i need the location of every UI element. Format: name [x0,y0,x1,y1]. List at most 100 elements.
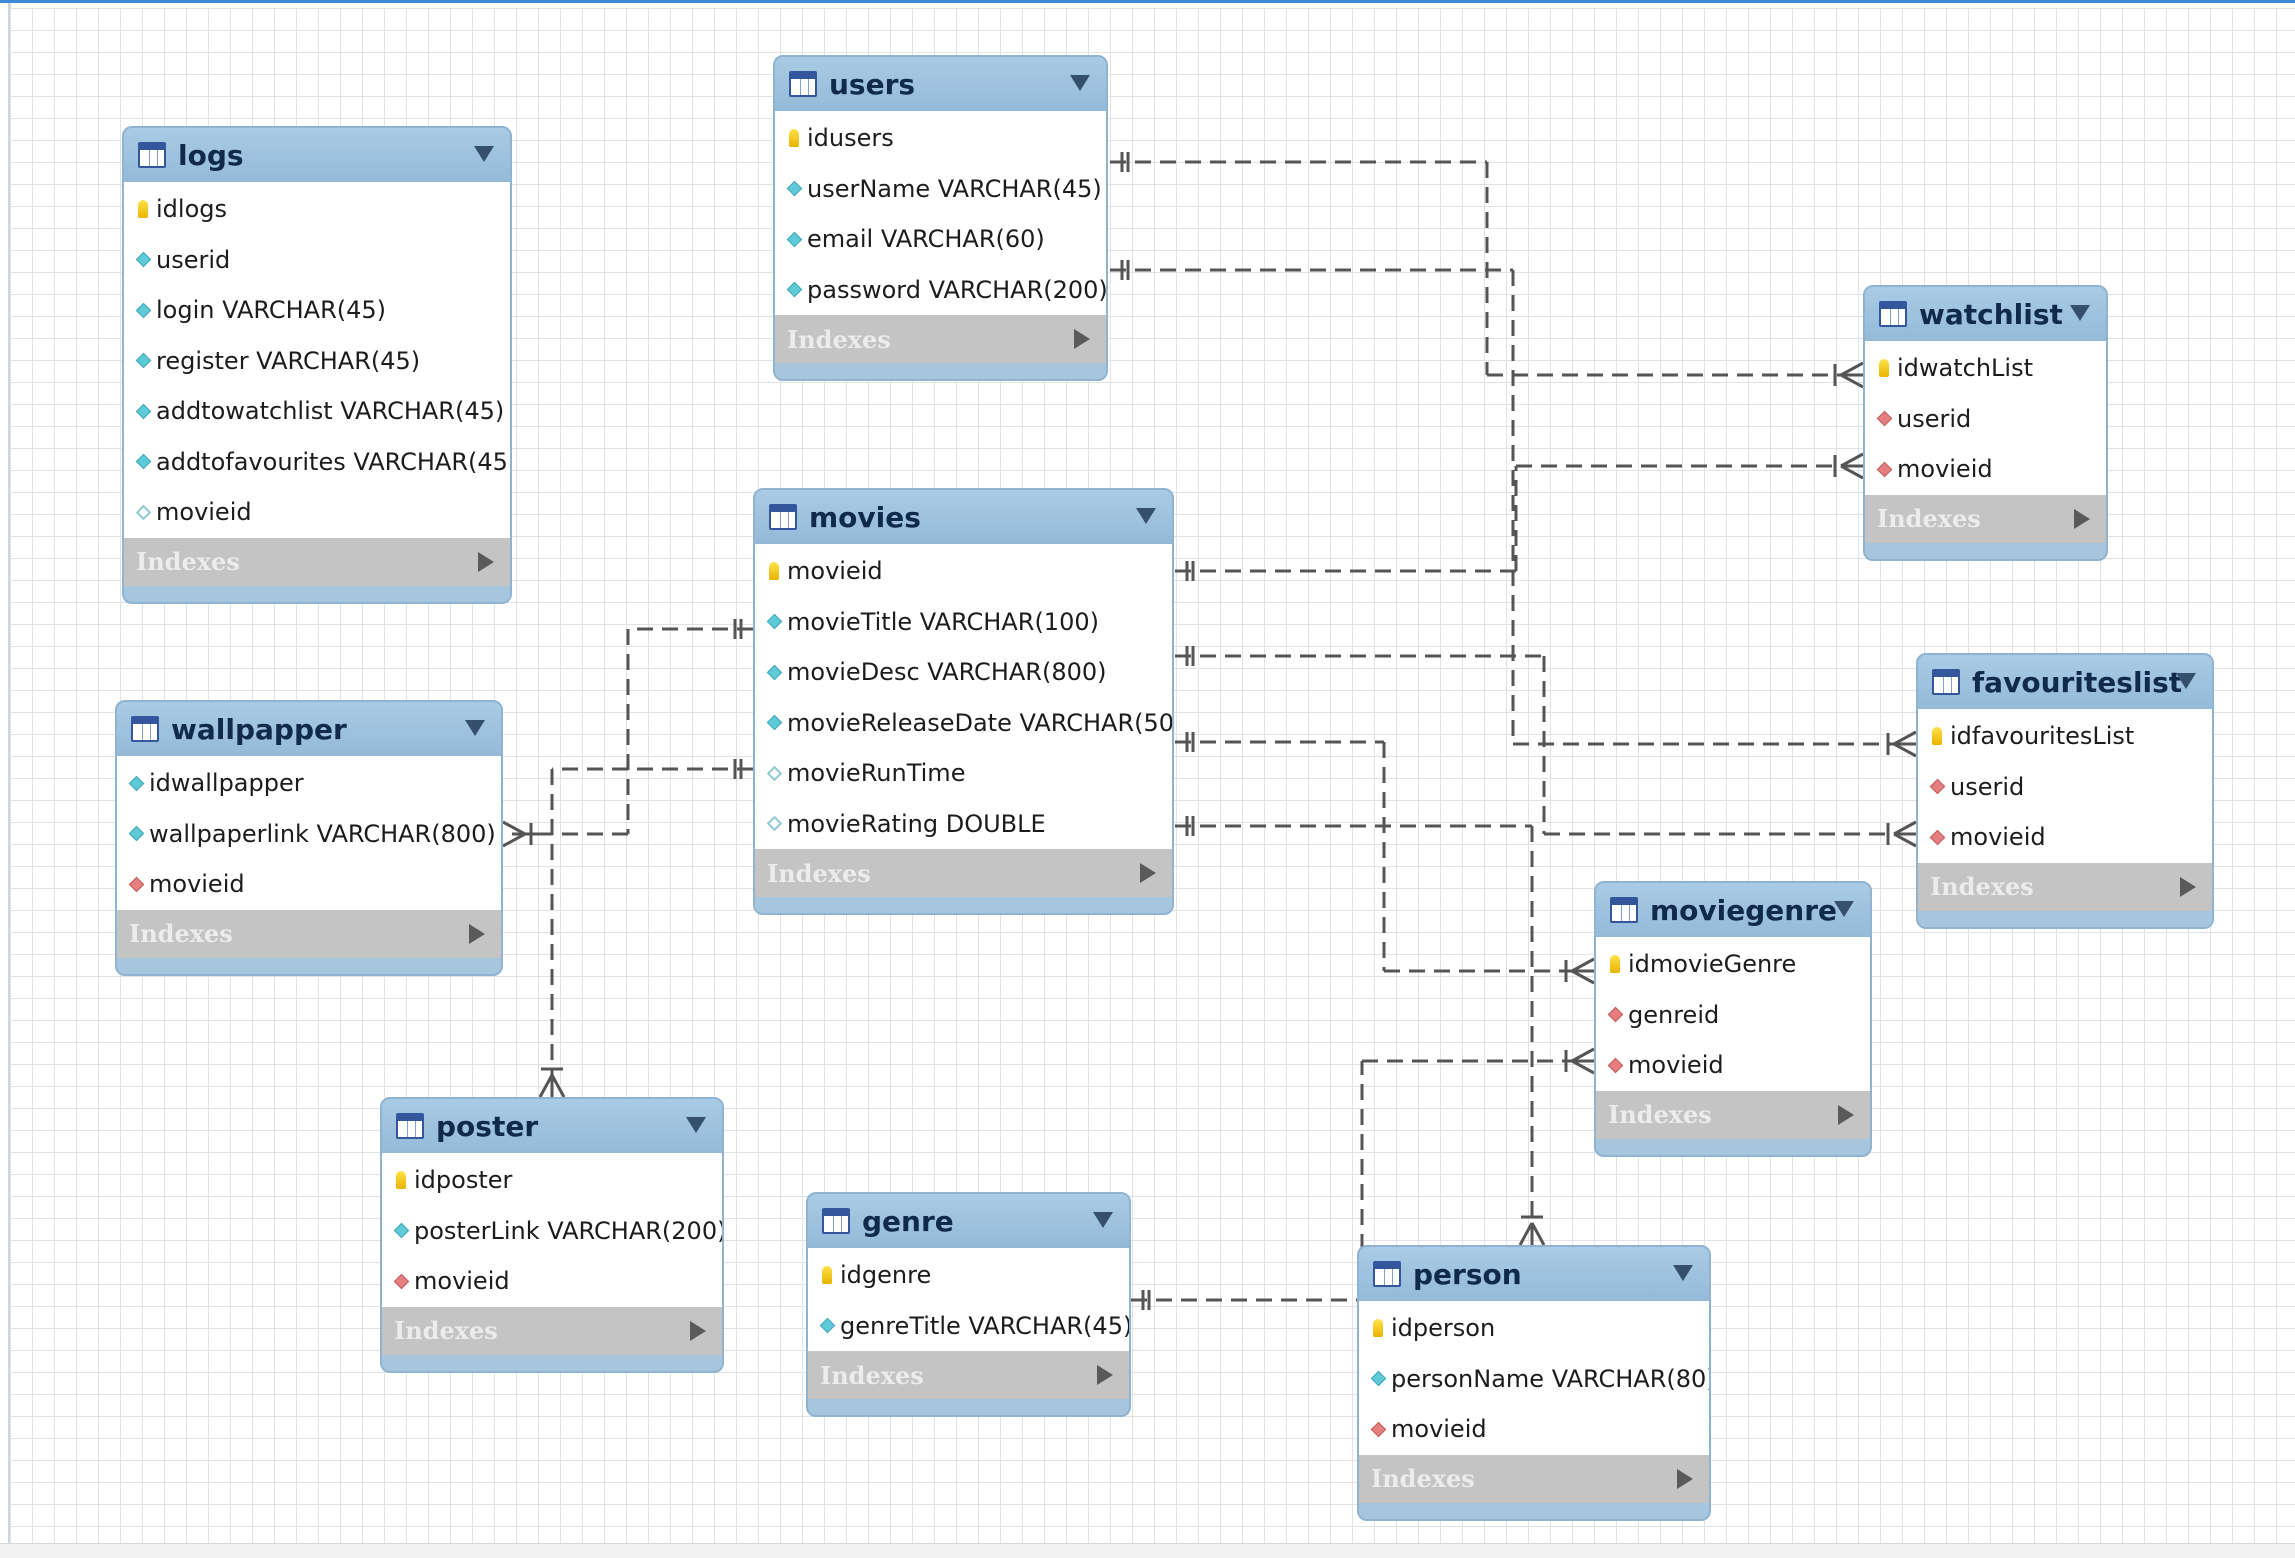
indexes-section[interactable]: Indexes [117,909,501,958]
column-row[interactable]: movieid [1918,812,2212,863]
crowfoot-marker [502,820,526,836]
column-row[interactable]: genreid [1596,990,1870,1041]
table-header[interactable]: genre [808,1194,1129,1248]
indexes-section[interactable]: Indexes [1918,862,2212,911]
column-row[interactable]: password VARCHAR(200) [775,265,1106,316]
expand-arrow-icon[interactable] [1097,1365,1113,1385]
table-name: person [1413,1257,1522,1291]
column-row[interactable]: movieid [1865,444,2106,495]
collapse-arrow-icon[interactable] [2176,673,2196,689]
column-row[interactable]: movieTitle VARCHAR(100) [755,597,1172,648]
column-row[interactable]: userid [1918,762,2212,813]
column-row[interactable]: wallpaperlink VARCHAR(800) [117,809,501,860]
column-row[interactable]: addtofavourites VARCHAR(45) [124,437,510,488]
indexes-label: Indexes [136,547,240,576]
table-header[interactable]: users [775,57,1106,111]
column-row[interactable]: idwatchList [1865,343,2106,394]
collapse-arrow-icon[interactable] [465,720,485,736]
column-row[interactable]: idlogs [124,184,510,235]
column-label: movieid [787,557,883,586]
column-row[interactable]: idgenre [808,1250,1129,1301]
indexes-section[interactable]: Indexes [808,1351,1129,1399]
column-row[interactable]: idmovieGenre [1596,939,1870,990]
expand-arrow-icon[interactable] [1677,1468,1693,1489]
foreign-key-icon [1876,410,1892,427]
column-row[interactable]: movieid [755,546,1172,597]
column-row[interactable]: movieid [124,487,510,538]
column-row[interactable]: movieRating DOUBLE [755,799,1172,850]
column-list: movieid movieTitle VARCHAR(100)movieDesc … [755,544,1172,849]
column-row[interactable]: addtowatchlist VARCHAR(45) [124,386,510,437]
column-row[interactable]: idusers [775,113,1106,164]
foreign-key-icon [128,876,144,893]
indexes-section[interactable]: Indexes [755,849,1172,897]
table-header[interactable]: poster [382,1099,722,1153]
column-row[interactable]: personName VARCHAR(80) [1359,1354,1709,1405]
column-row[interactable]: idperson [1359,1303,1709,1354]
indexes-section[interactable]: Indexes [124,537,510,586]
column-row[interactable]: movieid [117,859,501,910]
column-row[interactable]: userid [124,235,510,286]
column-row[interactable]: email VARCHAR(60) [775,214,1106,265]
expand-arrow-icon[interactable] [1140,863,1156,883]
indexes-section[interactable]: Indexes [382,1306,722,1355]
expand-arrow-icon[interactable] [1838,1104,1854,1125]
column-row[interactable]: idfavouritesList [1918,711,2212,762]
table-header[interactable]: logs [124,128,510,182]
table-header[interactable]: person [1359,1247,1709,1301]
collapse-arrow-icon[interactable] [474,146,494,162]
column-row[interactable]: movieRunTime [755,748,1172,799]
column-row[interactable]: movieid [1596,1040,1870,1091]
collapse-arrow-icon[interactable] [686,1117,706,1133]
indexes-section[interactable]: Indexes [775,315,1106,363]
canvas-scrollbar[interactable] [0,1543,2295,1558]
expand-arrow-icon[interactable] [2074,508,2090,529]
column-row[interactable]: movieDesc VARCHAR(800) [755,647,1172,698]
column-row[interactable]: movieReleaseDate VARCHAR(50) [755,698,1172,749]
collapse-arrow-icon[interactable] [1070,75,1090,91]
column-row[interactable]: idposter [382,1155,722,1206]
column-row[interactable]: movieid [1359,1404,1709,1455]
collapse-arrow-icon[interactable] [2070,305,2090,321]
column-label: email VARCHAR(60) [807,225,1045,254]
expand-arrow-icon[interactable] [1074,329,1090,349]
indexes-section[interactable]: Indexes [1359,1454,1709,1503]
column-row[interactable]: genreTitle VARCHAR(45) [808,1301,1129,1352]
column-row[interactable]: userid [1865,394,2106,445]
collapse-arrow-icon[interactable] [1673,1265,1693,1281]
table-header[interactable]: wallpapper [117,702,501,756]
column-row[interactable]: userName VARCHAR(45) [775,164,1106,215]
expand-arrow-icon[interactable] [478,551,494,572]
table-header[interactable]: moviegenre [1596,883,1870,937]
indexes-section[interactable]: Indexes [1865,494,2106,543]
indexes-section[interactable]: Indexes [1596,1090,1870,1139]
column-label: userid [1897,404,1972,433]
collapse-arrow-icon[interactable] [1834,901,1854,917]
expand-arrow-icon[interactable] [690,1320,706,1341]
collapse-arrow-icon[interactable] [1093,1212,1113,1228]
column-row[interactable]: posterLink VARCHAR(200) [382,1206,722,1257]
column-row[interactable]: movieid [382,1256,722,1307]
column-row[interactable]: register VARCHAR(45) [124,336,510,387]
column-row[interactable]: login VARCHAR(45) [124,285,510,336]
collapse-arrow-icon[interactable] [1136,508,1156,524]
expand-arrow-icon[interactable] [469,923,485,944]
column-label: userid [156,245,231,274]
column-row[interactable]: idwallpapper [117,758,501,809]
table-header[interactable]: movies [755,490,1172,544]
table-header[interactable]: favouriteslist [1918,655,2212,709]
column-label: genreTitle VARCHAR(45) [840,1311,1131,1340]
table-header[interactable]: watchlist [1865,287,2106,341]
expand-arrow-icon[interactable] [2180,876,2196,897]
